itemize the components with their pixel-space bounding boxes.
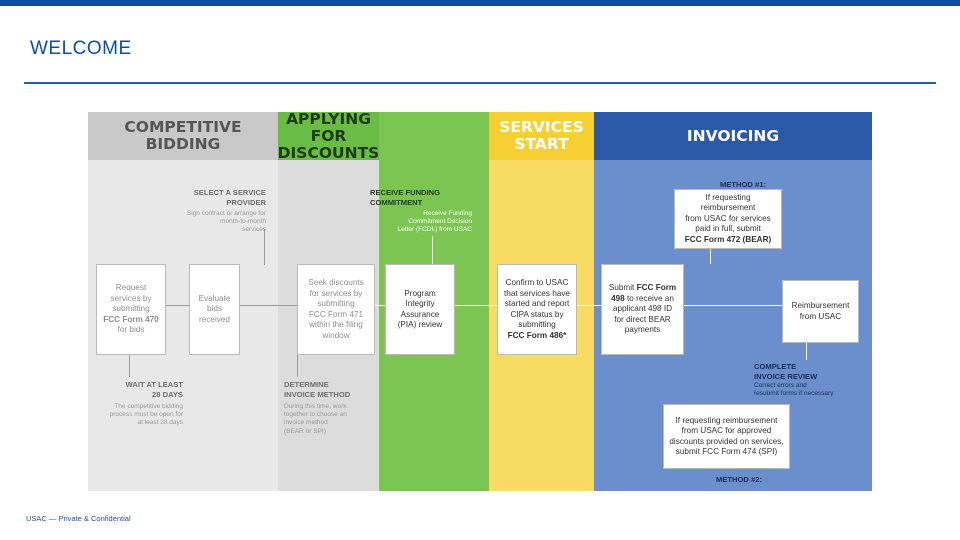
select-provider-title: SELECT A SERVICE PROVIDER <box>193 188 266 207</box>
method-2-label: METHOD #2: <box>716 475 762 484</box>
connector-line <box>684 305 782 306</box>
erate-process-diagram: COMPETITIVE BIDDING APPLYING FOR DISCOUN… <box>88 112 872 491</box>
submit-form-498-box: Submit FCC Form 498 to receive an applic… <box>601 264 684 355</box>
bear-request-box: If requesting reimbursement from USAC fo… <box>674 189 782 249</box>
reimbursement-box: Reimbursement from USAC <box>782 280 859 343</box>
column-header-competitive-bidding: COMPETITIVE BIDDING <box>88 112 278 160</box>
column-header-services-start: SERVICES START <box>489 112 594 160</box>
spi-request-box: If requesting reimbursement from USAC fo… <box>663 404 790 469</box>
wait-text: The competitive bidding process must be … <box>109 403 183 427</box>
receive-funding-title: RECEIVE FUNDING COMMITMENT <box>370 188 441 207</box>
connector-line <box>455 305 497 306</box>
complete-review-text: Correct errors and resubmit forms if nec… <box>754 382 834 398</box>
connector-line <box>264 229 265 265</box>
connector-line <box>577 305 601 306</box>
column-header-invoicing: INVOICING <box>594 112 872 160</box>
connector-line <box>165 305 189 306</box>
top-accent-bar <box>0 0 960 6</box>
footer-confidential: USAC — Private & Confidential <box>26 514 131 523</box>
wait-title: WAIT AT LEAST 28 DAYS <box>125 380 183 399</box>
determine-method-title: DETERMINE INVOICE METHOD <box>284 380 351 399</box>
connector-line <box>129 355 130 377</box>
select-provider-text: Sign contract or arrange for month-to-mo… <box>186 210 266 234</box>
connector-line <box>240 305 297 306</box>
pia-review-box: Program Integrity Assurance (PIA) review <box>385 264 455 355</box>
complete-review-title: COMPLETE INVOICE REVIEW <box>754 362 818 381</box>
connector-line <box>432 236 433 264</box>
receive-funding-text: Receive Funding Commitment Decision Lett… <box>397 210 472 234</box>
connector-line <box>710 238 711 264</box>
connector-line <box>297 355 298 377</box>
confirm-services-box: Confirm to USAC that services have start… <box>497 264 577 355</box>
column-header-applying-for-discounts: APPLYING FOR DISCOUNTS <box>277 112 380 162</box>
method-1-label: METHOD #1: <box>720 180 766 189</box>
title-divider <box>24 82 936 84</box>
evaluate-bids-box: Evaluate bids received <box>189 264 240 355</box>
seek-discounts-box: Seek discounts for services by submittin… <box>297 264 375 355</box>
determine-method-text: During this time, work together to choos… <box>284 403 347 435</box>
slide-title: WELCOME <box>30 38 132 59</box>
